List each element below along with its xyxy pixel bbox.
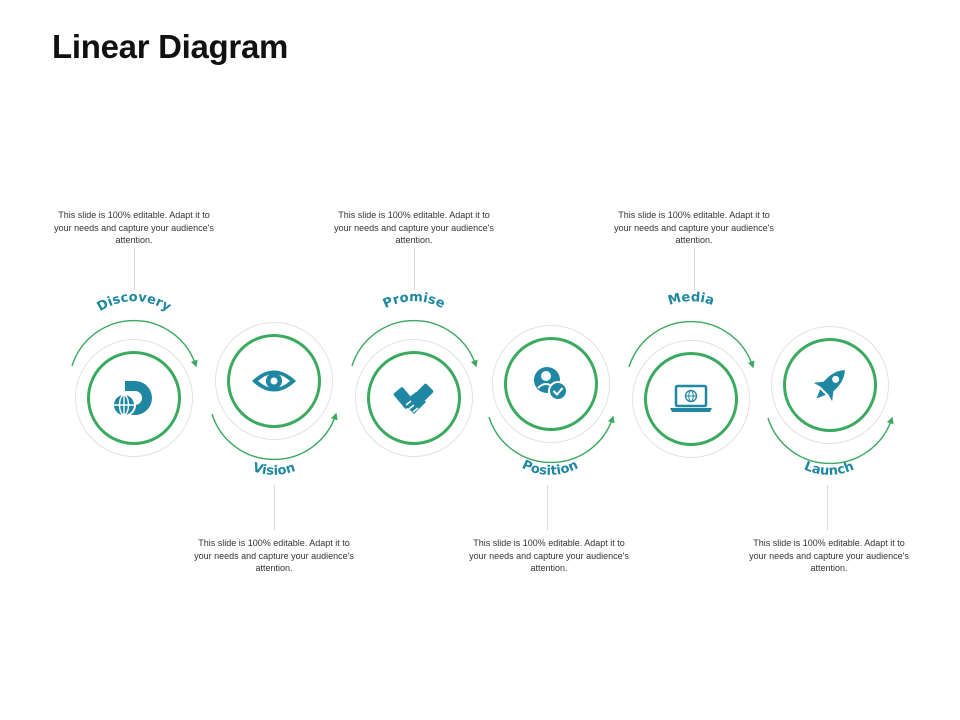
eye-icon xyxy=(250,366,298,396)
connector-line xyxy=(274,485,275,530)
user-check-icon xyxy=(530,364,572,404)
arrow-arc-promise xyxy=(351,319,478,368)
step-label-discovery: Discovery xyxy=(95,290,174,315)
arrow-arc-launch xyxy=(767,416,894,465)
arrow-arc-position xyxy=(488,415,615,464)
rocket-icon xyxy=(807,362,853,408)
arrow-arc-vision xyxy=(211,412,338,461)
connector-line xyxy=(694,248,695,290)
step-circle-launch[interactable] xyxy=(783,338,877,432)
arrow-arc-discovery xyxy=(71,319,198,368)
connector-line xyxy=(414,248,415,290)
step-circle-promise[interactable] xyxy=(367,351,461,445)
step-label-vision: Vision xyxy=(251,460,297,479)
step-circle-media[interactable] xyxy=(644,352,738,446)
step-description-launch: This slide is 100% editable. Adapt it to… xyxy=(749,538,909,573)
step-label-promise: Promise xyxy=(381,290,448,312)
step-description-promise: This slide is 100% editable. Adapt it to… xyxy=(334,210,494,245)
connector-line xyxy=(134,248,135,290)
globe-d-icon xyxy=(111,377,157,419)
connector-line xyxy=(547,485,548,530)
step-label-position: Position xyxy=(520,458,581,479)
step-circle-discovery[interactable] xyxy=(87,351,181,445)
step-description-media: This slide is 100% editable. Adapt it to… xyxy=(614,210,774,245)
step-description-position: This slide is 100% editable. Adapt it to… xyxy=(469,538,629,573)
step-label-media: Media xyxy=(666,290,716,309)
handshake-icon xyxy=(392,378,436,418)
step-circle-vision[interactable] xyxy=(227,334,321,428)
connector-line xyxy=(827,485,828,530)
step-description-vision: This slide is 100% editable. Adapt it to… xyxy=(194,538,354,573)
step-circle-position[interactable] xyxy=(504,337,598,431)
page-title: Linear Diagram xyxy=(52,28,289,65)
laptop-globe-icon xyxy=(669,384,713,414)
step-label-launch: Launch xyxy=(802,459,856,479)
step-description-discovery: This slide is 100% editable. Adapt it to… xyxy=(54,210,214,245)
arrow-arc-media xyxy=(628,320,755,369)
